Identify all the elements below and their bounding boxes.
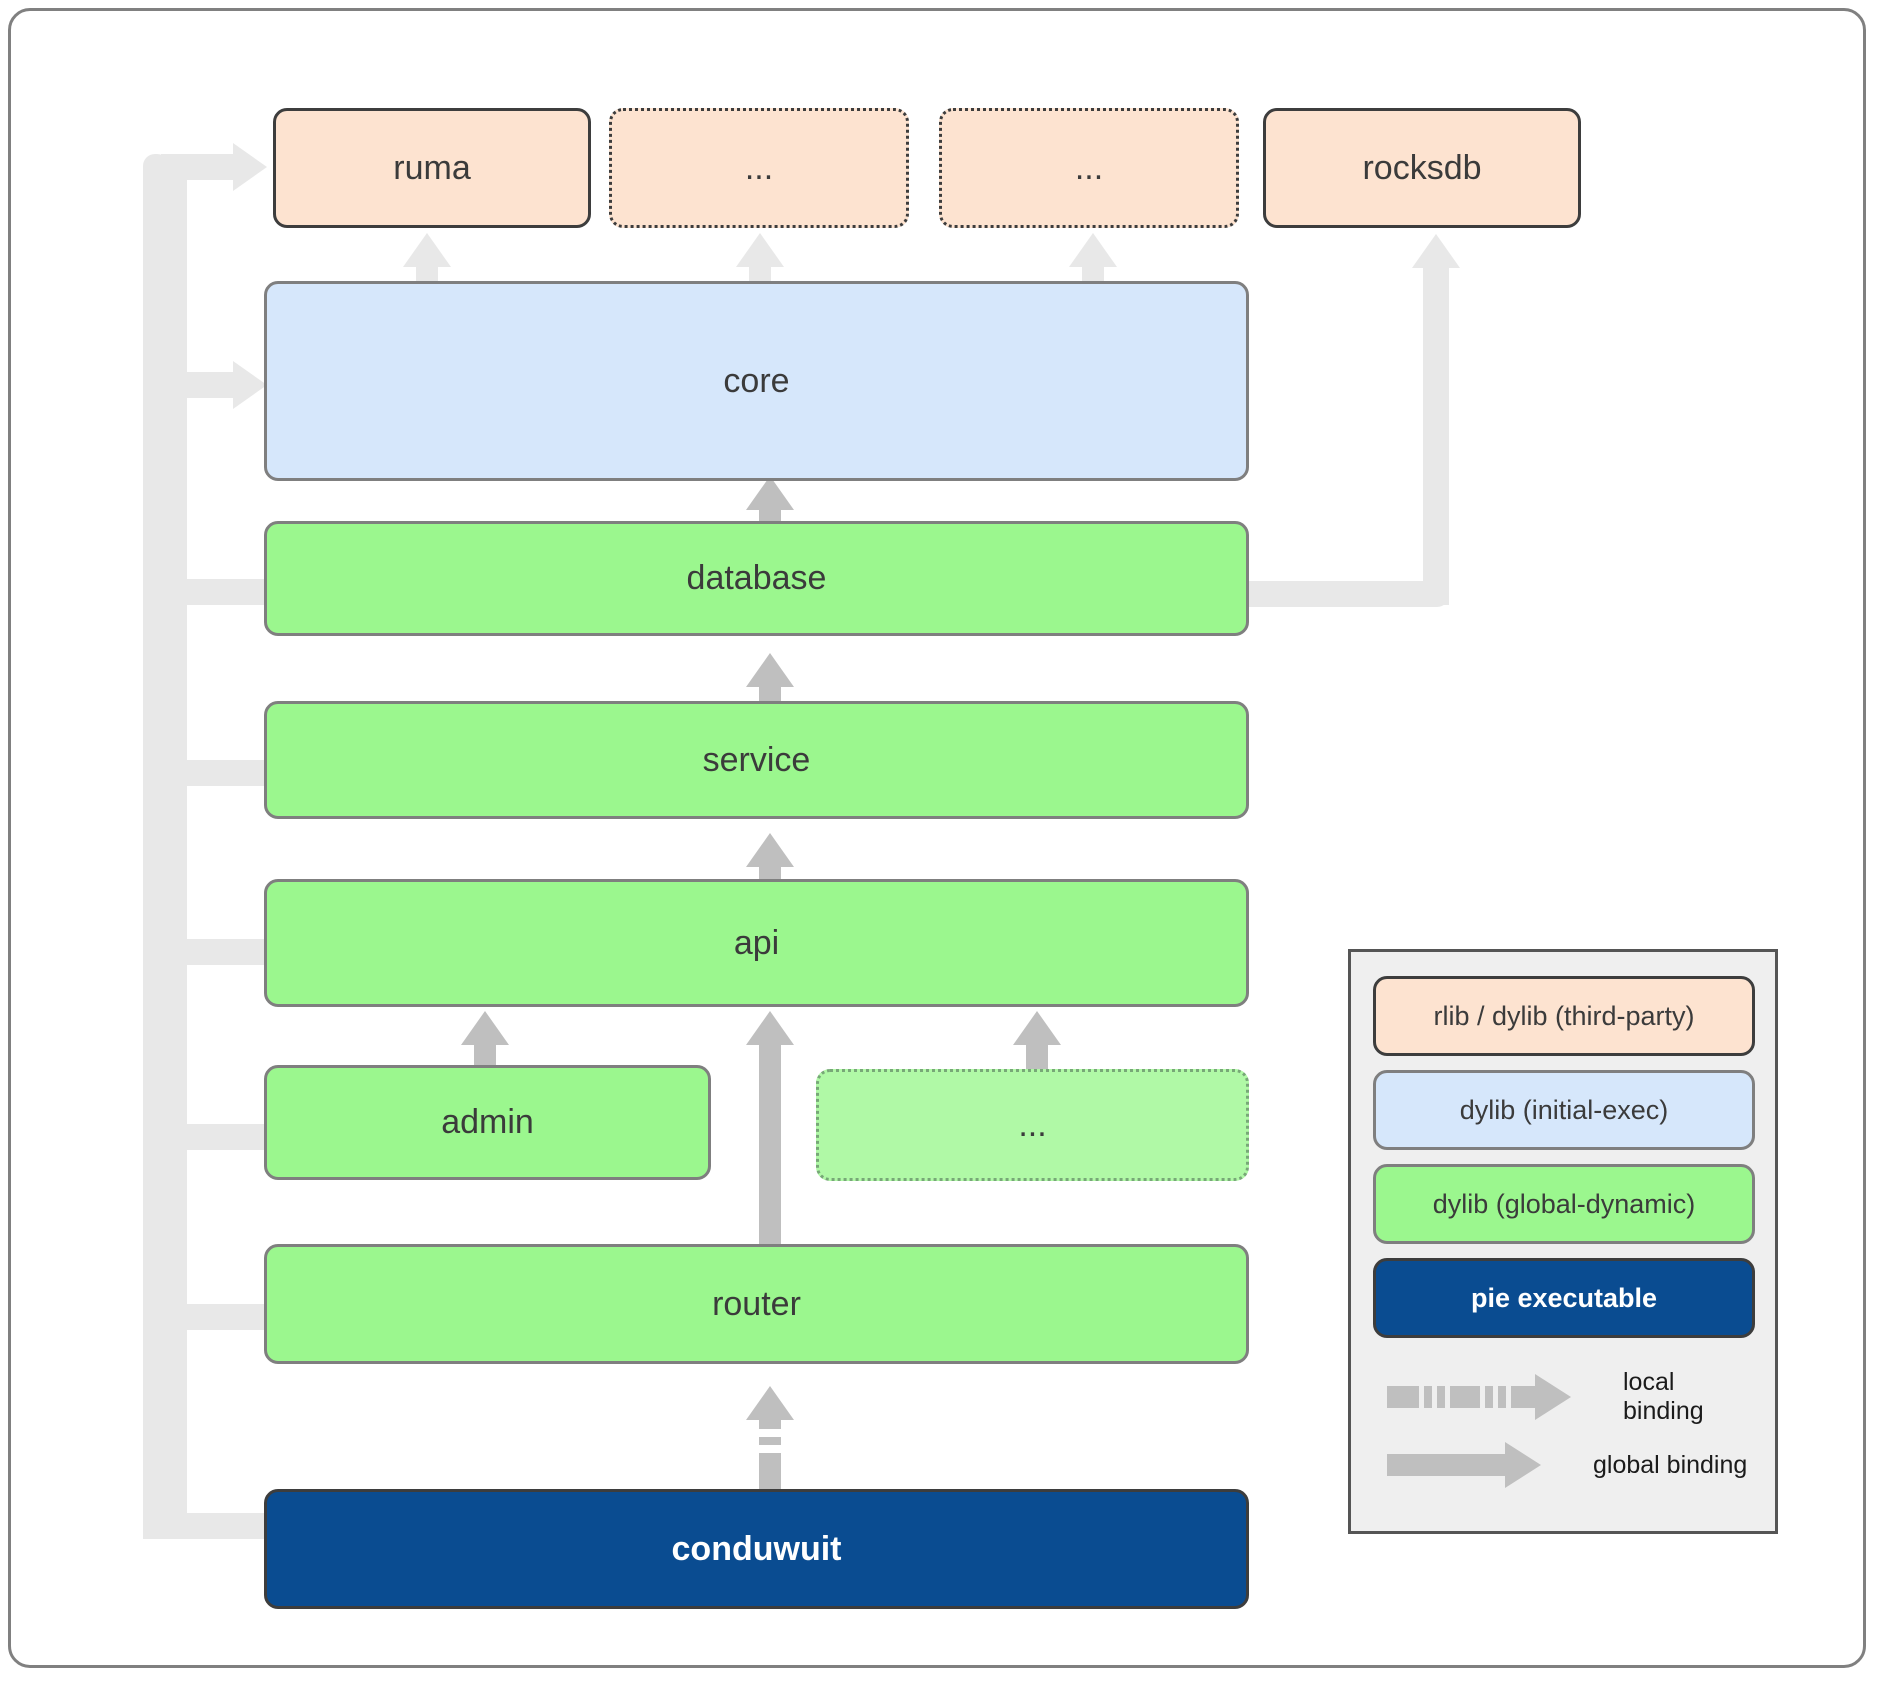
conduwuit-to-router-shaft-seg1: [759, 1416, 781, 1429]
node-rocksdb-label: rocksdb: [1362, 148, 1482, 187]
branch-ruma: [161, 154, 243, 180]
database-to-rocksdb-vertical: [1423, 265, 1449, 605]
node-placeholder-top-2-label: ...: [1074, 148, 1104, 187]
conduwuit-to-router-arrowhead: [746, 1386, 794, 1420]
node-database[interactable]: database: [264, 521, 1249, 636]
node-admin[interactable]: admin: [264, 1065, 711, 1180]
legend-item-initial-exec: dylib (initial-exec): [1373, 1070, 1755, 1150]
branch-core: [161, 372, 243, 398]
database-to-core-arrowhead: [746, 476, 794, 510]
node-placeholder-top-2[interactable]: ...: [939, 108, 1239, 228]
placeholder-admin-to-api-arrowhead: [1013, 1011, 1061, 1045]
node-ruma[interactable]: ruma: [273, 108, 591, 228]
node-placeholder-top-1[interactable]: ...: [609, 108, 909, 228]
legend-item-pie-executable: pie executable: [1373, 1258, 1755, 1338]
local-binding-arrow-icon: [1387, 1374, 1571, 1420]
legend-binding-global-label: global binding: [1593, 1450, 1748, 1479]
database-to-rocksdb-arrowhead: [1412, 234, 1460, 268]
conduwuit-to-router-shaft-seg2: [759, 1437, 781, 1445]
placeholder-admin-to-api-shaft: [1026, 1041, 1048, 1071]
core-to-placeholder2-arrowhead: [1069, 233, 1117, 267]
legend-item-initial-exec-label: dylib (initial-exec): [1459, 1094, 1669, 1125]
node-database-label: database: [686, 559, 827, 597]
node-core-label: core: [723, 361, 790, 400]
node-router[interactable]: router: [264, 1244, 1249, 1364]
legend-panel: rlib / dylib (third-party) dylib (initia…: [1348, 949, 1778, 1534]
node-placeholder-admin-label: ...: [1018, 1105, 1047, 1144]
legend-binding-local: local binding: [1387, 1368, 1757, 1425]
router-to-api-arrowhead: [746, 1011, 794, 1045]
legend-binding-global: global binding: [1387, 1440, 1757, 1490]
service-to-database-arrowhead: [746, 653, 794, 687]
core-to-ruma-arrowhead: [403, 233, 451, 267]
legend-item-third-party-label: rlib / dylib (third-party): [1433, 1000, 1695, 1031]
legend-item-global-dynamic-label: dylib (global-dynamic): [1432, 1188, 1696, 1219]
router-to-api-shaft: [759, 1041, 781, 1246]
node-service-label: service: [702, 740, 811, 779]
conduwuit-to-router-shaft-seg3: [759, 1453, 781, 1491]
legend-item-global-dynamic: dylib (global-dynamic): [1373, 1164, 1755, 1244]
node-router-label: router: [712, 1284, 801, 1323]
diagram-canvas: ruma ... ... rocksdb core database servi…: [8, 8, 1866, 1668]
global-binding-arrow-icon: [1387, 1442, 1541, 1488]
legend-item-third-party: rlib / dylib (third-party): [1373, 976, 1755, 1056]
node-core[interactable]: core: [264, 281, 1249, 481]
branch-core-arrowhead: [233, 361, 267, 409]
node-service[interactable]: service: [264, 701, 1249, 819]
node-ruma-label: ruma: [393, 148, 471, 187]
node-placeholder-top-1-label: ...: [744, 148, 774, 187]
node-conduwuit-label: conduwuit: [671, 1529, 842, 1568]
node-admin-label: admin: [441, 1103, 534, 1141]
node-api-label: api: [733, 923, 780, 962]
legend-item-pie-executable-label: pie executable: [1470, 1282, 1658, 1313]
node-placeholder-admin[interactable]: ...: [816, 1069, 1249, 1181]
legend-binding-local-label: local binding: [1623, 1368, 1704, 1425]
core-to-placeholder1-arrowhead: [736, 233, 784, 267]
admin-to-api-arrowhead: [461, 1011, 509, 1045]
branch-ruma-arrowhead: [233, 143, 267, 191]
spine-trunk-inner: [161, 176, 187, 1521]
admin-to-api-shaft: [474, 1041, 496, 1071]
node-rocksdb[interactable]: rocksdb: [1263, 108, 1581, 228]
node-api[interactable]: api: [264, 879, 1249, 1007]
api-to-service-arrowhead: [746, 833, 794, 867]
node-conduwuit[interactable]: conduwuit: [264, 1489, 1249, 1609]
database-to-rocksdb-horizontal: [1249, 581, 1449, 607]
